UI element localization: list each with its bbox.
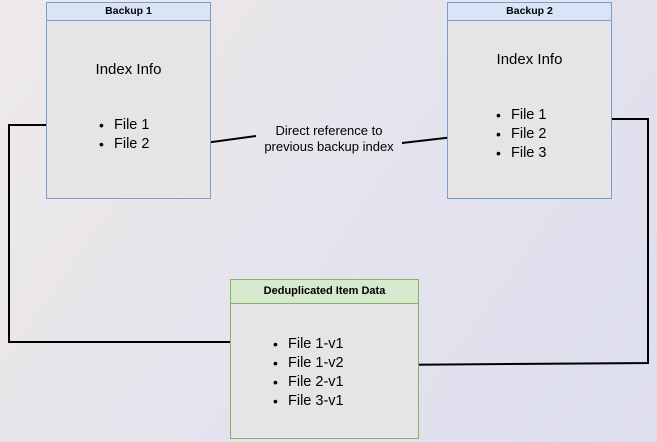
dedup-file-list: File 1-v1 File 1-v2 File 2-v1 File 3-v1 xyxy=(273,335,344,411)
list-item: File 1-v1 xyxy=(273,335,344,354)
backup1-file-list: File 1 File 2 xyxy=(99,116,149,154)
backup2-index-info-title: Index Info xyxy=(496,51,563,68)
backup2-file-list: File 1 File 2 File 3 xyxy=(496,106,546,163)
backup2-header: Backup 2 xyxy=(448,3,611,21)
list-item: File 1 xyxy=(496,106,546,125)
dedup-header: Deduplicated Item Data xyxy=(231,280,418,304)
backup2-box[interactable]: Backup 2 Index Info File 1 File 2 File 3 xyxy=(447,2,612,199)
list-item: File 3-v1 xyxy=(273,392,344,411)
backup1-header: Backup 1 xyxy=(47,3,210,21)
list-item: File 2 xyxy=(496,125,546,144)
list-item: File 2 xyxy=(99,135,149,154)
direct-reference-label: Direct reference to previous backup inde… xyxy=(264,123,394,154)
deduplicated-item-data-box[interactable]: Deduplicated Item Data File 1-v1 File 1-… xyxy=(230,279,419,439)
list-item: File 2-v1 xyxy=(273,373,344,392)
list-item: File 1 xyxy=(99,116,149,135)
backup1-box[interactable]: Backup 1 Index Info File 1 File 2 xyxy=(46,2,211,199)
backup1-index-info-title: Index Info xyxy=(95,61,162,78)
list-item: File 1-v2 xyxy=(273,354,344,373)
list-item: File 3 xyxy=(496,144,546,163)
